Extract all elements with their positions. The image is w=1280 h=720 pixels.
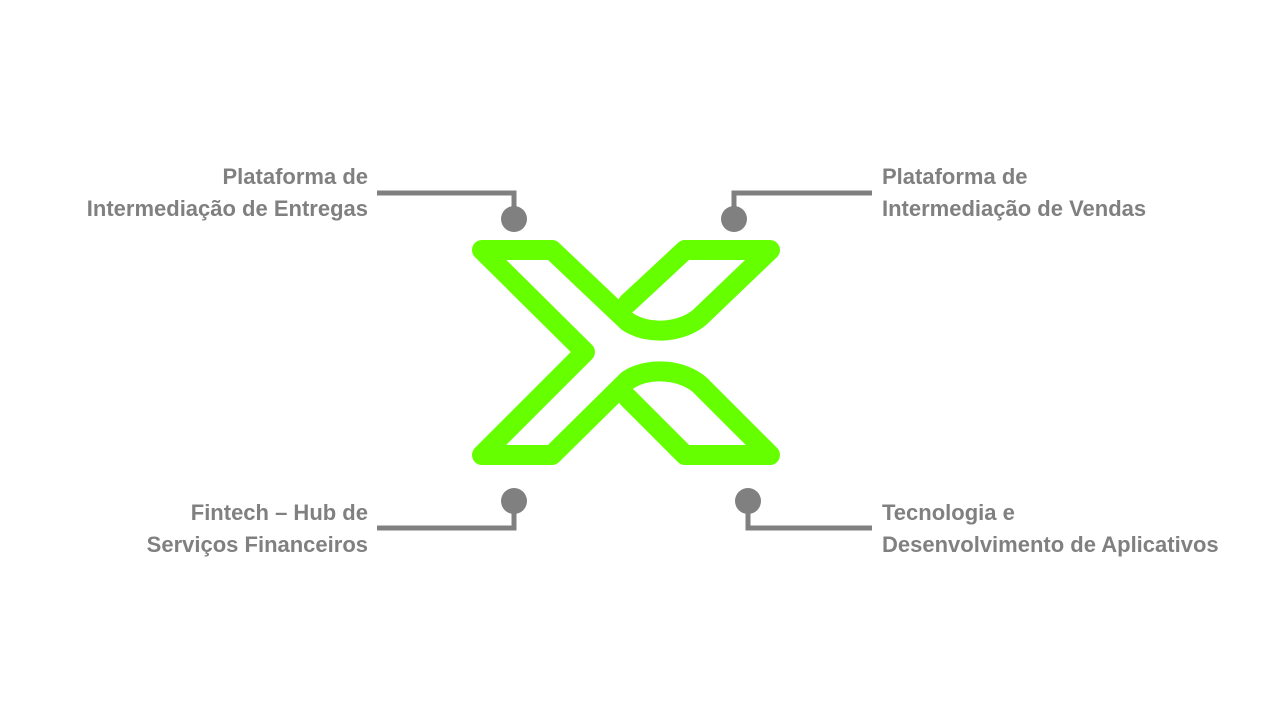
x-logo-icon: [472, 240, 780, 465]
connector-dot: [501, 488, 527, 514]
label-line: Intermediação de Entregas: [86, 196, 368, 221]
label-line: Intermediação de Vendas: [882, 196, 1147, 221]
connector-bottom-right: [735, 488, 872, 531]
logo-left-chevron: [472, 240, 780, 465]
connector-top-left: [377, 190, 527, 232]
label-bottom-left: Fintech – Hub de Serviços Financeiros: [147, 497, 368, 561]
connector-line: [377, 510, 517, 531]
label-top-right: Plataforma de Intermediação de Vendas: [882, 161, 1146, 225]
connector-line: [731, 190, 872, 210]
label-bottom-right: Tecnologia e Desenvolvimento de Aplicati…: [882, 497, 1219, 561]
label-line: Tecnologia e: [882, 500, 1015, 525]
connector-dot: [721, 206, 747, 232]
connector-line: [377, 190, 517, 210]
label-line: Plataforma de: [222, 164, 369, 189]
connector-bottom-left: [377, 488, 527, 531]
label-line: Plataforma de: [882, 164, 1028, 189]
connector-top-right: [721, 190, 872, 232]
label-top-left: Plataforma de Intermediação de Entregas: [87, 161, 368, 225]
connector-dot: [735, 488, 761, 514]
label-line: Fintech – Hub de: [190, 500, 368, 525]
connector-line: [745, 510, 872, 531]
label-line: Desenvolvimento de Aplicativos: [882, 532, 1219, 557]
connector-dot: [501, 206, 527, 232]
label-line: Serviços Financeiros: [146, 532, 368, 557]
